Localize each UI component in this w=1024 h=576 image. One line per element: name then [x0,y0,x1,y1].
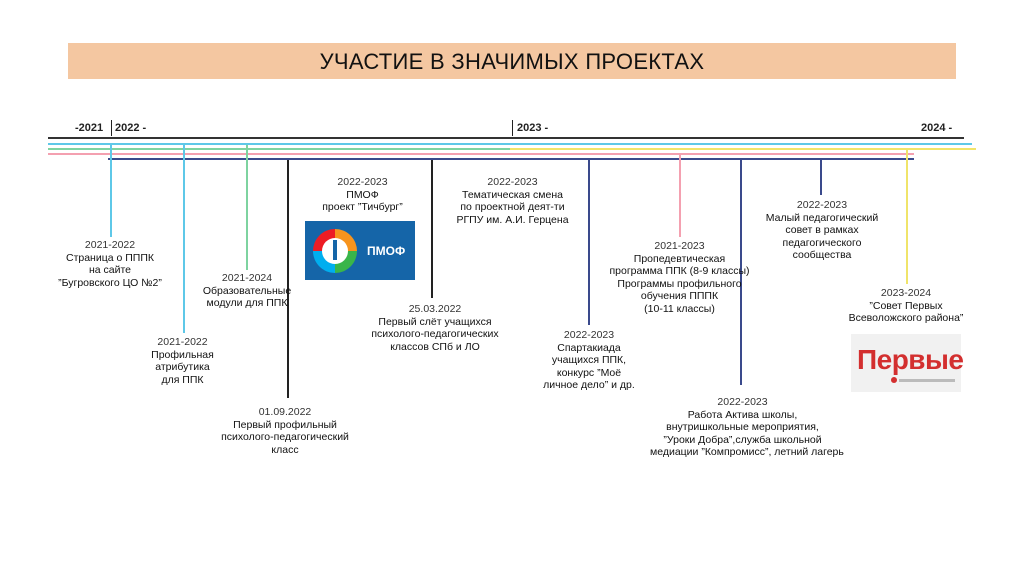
pervye-logo-text: Первые [857,344,964,375]
timeline-line-pink [48,153,914,155]
page-title: УЧАСТИЕ В ЗНАЧИМЫХ ПРОЕКТАХ [319,49,705,74]
event-pmof: 2022-2023 ПМОФ проект ”Тичбург” [322,176,403,213]
pervye-logo-icon [891,377,897,383]
year-label-2022: 2022 - [115,122,147,134]
timeline-line-lightblue [48,143,972,145]
event-site-page: 2021-2022 Страница о ПППК на сайте ”Бугр… [58,239,162,289]
event-propaedeutic-program: 2021-2023 Пропедевтическая программа ППК… [609,240,750,315]
pervye-logo: Первые [851,334,964,392]
connector-line [906,150,908,284]
event-first-class: 01.09.2022 Первый профильный психолого-п… [221,406,349,456]
connector-line [588,160,590,325]
connector-line [287,160,289,398]
event-school-activity: 2022-2023 Работа Актива школы, внутришко… [650,396,844,458]
pmof-logo: ПМОФ [305,221,415,280]
event-attributes: 2021-2022 Профильная атрибутика для ППК [151,336,214,386]
title-bar: УЧАСТИЕ В ЗНАЧИМЫХ ПРОЕКТАХ [68,43,956,79]
event-first-meeting: 25.03.2022 Первый слёт учащихся психолог… [371,303,499,353]
pmof-logo-icon [313,228,357,273]
connector-line [740,160,742,385]
connector-line [679,155,681,237]
timeline-axis [48,137,964,139]
year-label-2023: 2023 - [517,122,549,134]
event-pedagogical-council: 2022-2023 Малый педагогический совет в р… [765,199,879,261]
connector-line [183,145,185,333]
timeline-line-green [48,148,510,150]
connector-line [246,145,248,270]
year-separator [512,120,513,136]
timeline-line-navy [108,158,914,160]
event-spartakiada: 2022-2023 Спартакиада учащихся ППК, конк… [543,329,635,391]
event-modules: 2021-2024 Образовательные модули для ППК [202,272,292,309]
event-council-of-first: 2023-2024 ”Совет Первых Всеволожского ра… [848,287,964,324]
timeline-line-yellow [510,148,976,150]
year-label-2021: -2021 [75,122,104,134]
connector-line [820,160,822,195]
connector-line [431,160,433,298]
year-label-2024: 2024 - [921,122,953,134]
event-thematic-shift: 2022-2023 Тематическая смена по проектно… [456,176,569,226]
year-separator [111,120,112,136]
connector-line [110,145,112,237]
pmof-logo-text: ПМОФ [367,243,406,258]
